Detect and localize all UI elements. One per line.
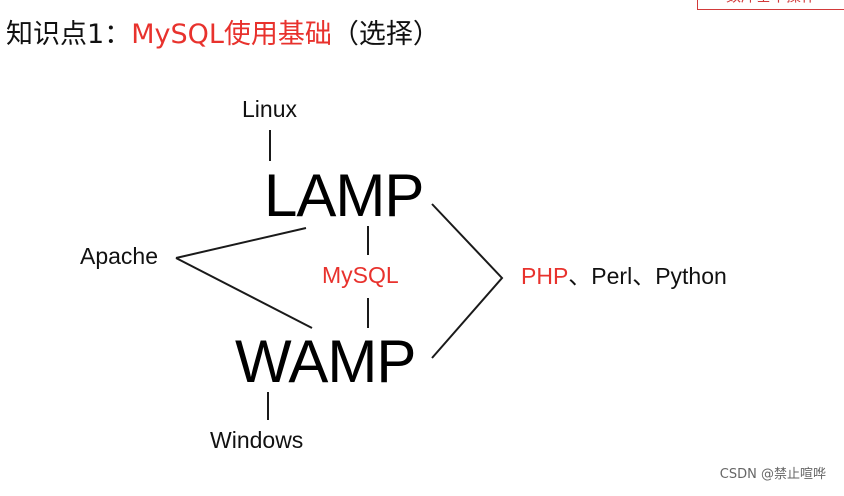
title-highlight: MySQL使用基础 xyxy=(131,19,332,50)
python-label: Python xyxy=(655,263,727,289)
php-label: PHP xyxy=(521,263,569,289)
separator: 、 xyxy=(568,263,592,289)
mysql-label: MySQL xyxy=(322,262,399,288)
php-bracket-line xyxy=(431,203,504,359)
page-title: 知识点1：MySQL使用基础（选择） xyxy=(6,16,440,54)
language-list: PHP、Perl、Python xyxy=(521,265,727,288)
apache-to-wamp-line xyxy=(175,257,313,329)
title-prefix: 知识点1： xyxy=(6,19,132,50)
perl-label: Perl xyxy=(591,263,633,289)
windows-label: Windows xyxy=(210,427,304,453)
apache-label: Apache xyxy=(80,243,159,269)
title-suffix: （选择） xyxy=(331,19,440,50)
separator: 、 xyxy=(632,263,656,289)
lamp-label: LAMP xyxy=(264,162,424,229)
apache-to-lamp-line xyxy=(175,227,307,259)
wamp-label: WAMP xyxy=(235,328,416,395)
watermark: CSDN @禁止喧哗 xyxy=(719,467,826,482)
linux-label: Linux xyxy=(242,96,297,122)
corner-label: 数库基本操作 xyxy=(697,0,844,10)
